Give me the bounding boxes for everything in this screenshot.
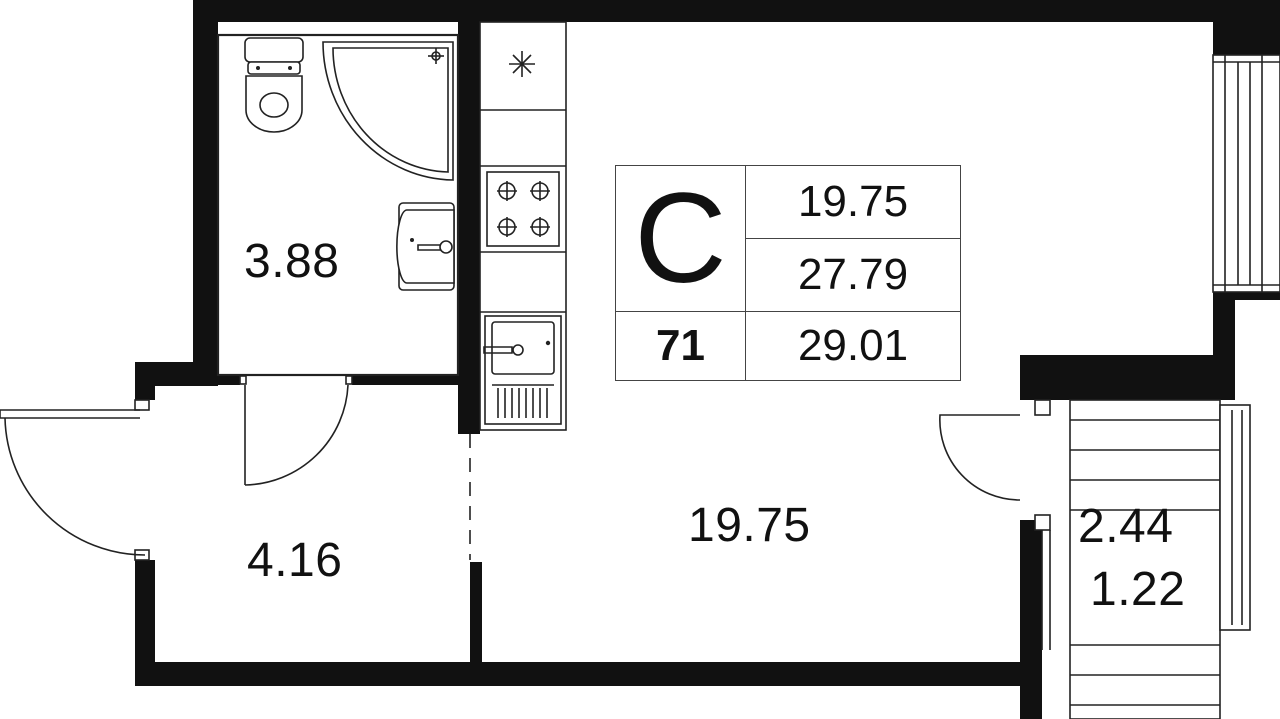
total-area-value: 29.01 — [797, 321, 909, 370]
ventilation-icon — [509, 51, 535, 77]
apartment-info-table: С 71 19.75 27.79 29.01 — [615, 165, 961, 381]
shower-tray-icon — [322, 41, 454, 181]
room-area-balcony: 2.44 — [1078, 500, 1174, 553]
window-right — [1212, 54, 1280, 293]
balcony — [1034, 399, 1251, 719]
room-area-hallway: 4.16 — [247, 534, 343, 587]
room-area-balcony-reduced: 1.22 — [1090, 563, 1186, 616]
entrance-door — [0, 399, 150, 561]
walls — [135, 0, 1280, 719]
balcony-door — [939, 414, 1021, 501]
room-area-studio: 19.75 — [688, 499, 811, 552]
bathroom-door — [239, 375, 353, 486]
stove-icon — [486, 171, 560, 247]
apartment-number: 71 — [616, 312, 746, 380]
room-area-bathroom: 3.88 — [244, 235, 340, 288]
washbasin-icon — [396, 202, 455, 291]
apartment-type-letter: С — [616, 166, 746, 312]
toilet-icon — [244, 37, 304, 133]
living-area-value: 19.75 — [746, 166, 960, 239]
area-without-balcony-value: 27.79 — [746, 239, 960, 312]
kitchen-sink-icon — [483, 315, 562, 425]
